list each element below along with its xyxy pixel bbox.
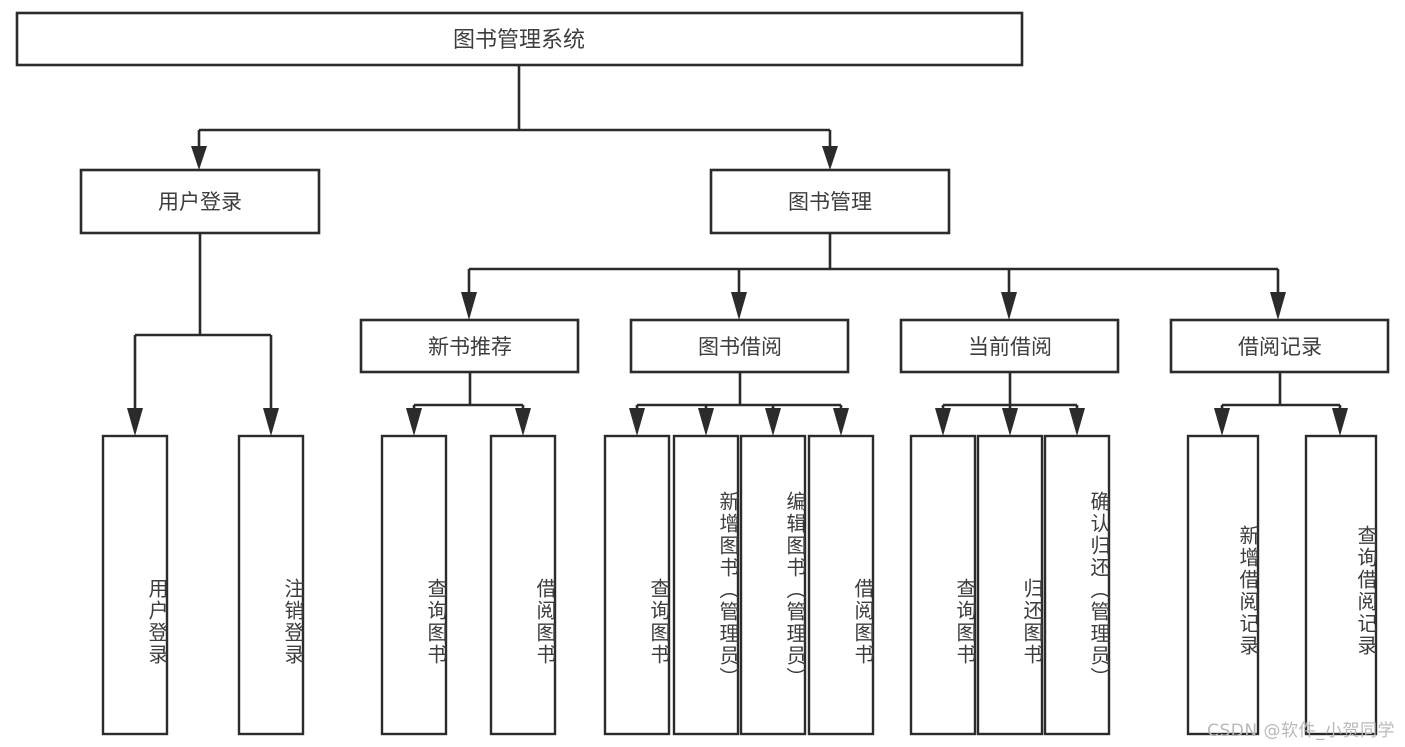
csdn-watermark: CSDN @软件_小贺同学	[1207, 721, 1395, 741]
arrow-head-icon	[765, 408, 781, 436]
connector-current-borrow-to-leaves	[935, 372, 1085, 436]
leaf-confirm-return-rect[interactable]	[1043, 434, 1111, 736]
arrow-head-icon	[1069, 408, 1085, 436]
arrow-head-icon	[127, 408, 143, 436]
connector-borrow-record-to-leaves	[1214, 372, 1348, 436]
node-root-rect[interactable]	[15, 11, 1024, 67]
node-new-book-recommend-rect[interactable]	[359, 318, 580, 374]
arrow-head-icon	[1332, 408, 1348, 436]
node-current-borrow-label: 当前借阅	[968, 335, 1052, 359]
leaf-query-record-rect[interactable]	[1304, 434, 1378, 736]
node-book-borrow[interactable]: 图书借阅	[629, 318, 850, 374]
arrow-head-icon	[1214, 408, 1230, 436]
node-root-label: 图书管理系统	[453, 28, 585, 53]
arrow-head-icon	[515, 408, 531, 436]
node-user-login-rect[interactable]	[79, 168, 321, 235]
arrow-head-icon	[406, 408, 422, 436]
arrow-head-icon	[731, 292, 747, 320]
leaf-return-book-rect[interactable]	[976, 434, 1044, 736]
arrow-head-icon	[698, 408, 714, 436]
node-current-borrow[interactable]: 当前借阅	[899, 318, 1120, 374]
connector-root-to-level2	[191, 65, 838, 170]
node-borrow-record[interactable]: 借阅记录	[1169, 318, 1390, 374]
node-new-book-recommend-label: 新书推荐	[428, 335, 512, 359]
node-borrow-record-label: 借阅记录	[1238, 335, 1322, 359]
arrow-head-icon	[1002, 408, 1018, 436]
node-user-login[interactable]: 用户登录	[79, 168, 321, 235]
leaf-borrow-book-2-rect[interactable]	[807, 434, 875, 736]
node-current-borrow-rect[interactable]	[899, 318, 1120, 374]
arrow-head-icon	[191, 146, 207, 170]
leaf-query-book-2-rect[interactable]	[603, 434, 671, 736]
leaf-borrow-book-1-rect[interactable]	[489, 434, 557, 736]
connector-new-book-recommend-to-leaves	[406, 372, 531, 436]
leaf-add-record-rect[interactable]	[1186, 434, 1260, 736]
arrow-head-icon	[822, 146, 838, 170]
arrow-head-icon	[263, 408, 279, 436]
arrow-head-icon	[935, 408, 951, 436]
leaf-query-book-1-rect[interactable]	[380, 434, 448, 736]
node-book-management-label: 图书管理	[788, 190, 872, 214]
node-book-borrow-label: 图书借阅	[698, 335, 782, 359]
leaf-edit-book-rect[interactable]	[739, 434, 807, 736]
node-book-management[interactable]: 图书管理	[709, 168, 951, 235]
arrow-head-icon	[1270, 292, 1286, 320]
arrow-head-icon	[1001, 292, 1017, 320]
leaf-user-login-rect[interactable]	[101, 434, 169, 736]
node-root[interactable]: 图书管理系统	[15, 11, 1024, 67]
arrow-head-icon	[833, 408, 849, 436]
arrow-head-icon	[461, 292, 477, 320]
node-new-book-recommend[interactable]: 新书推荐	[359, 318, 580, 374]
leaf-logout-rect[interactable]	[237, 434, 305, 736]
node-user-login-label: 用户登录	[158, 190, 242, 214]
arrow-head-icon	[629, 408, 645, 436]
leaf-query-book-3-rect[interactable]	[909, 434, 977, 736]
connector-book-management-to-level3	[461, 233, 1286, 320]
connector-user-login-to-leaves	[127, 233, 279, 436]
connector-book-borrow-to-leaves	[629, 372, 849, 436]
leaf-add-book-rect[interactable]	[672, 434, 740, 736]
